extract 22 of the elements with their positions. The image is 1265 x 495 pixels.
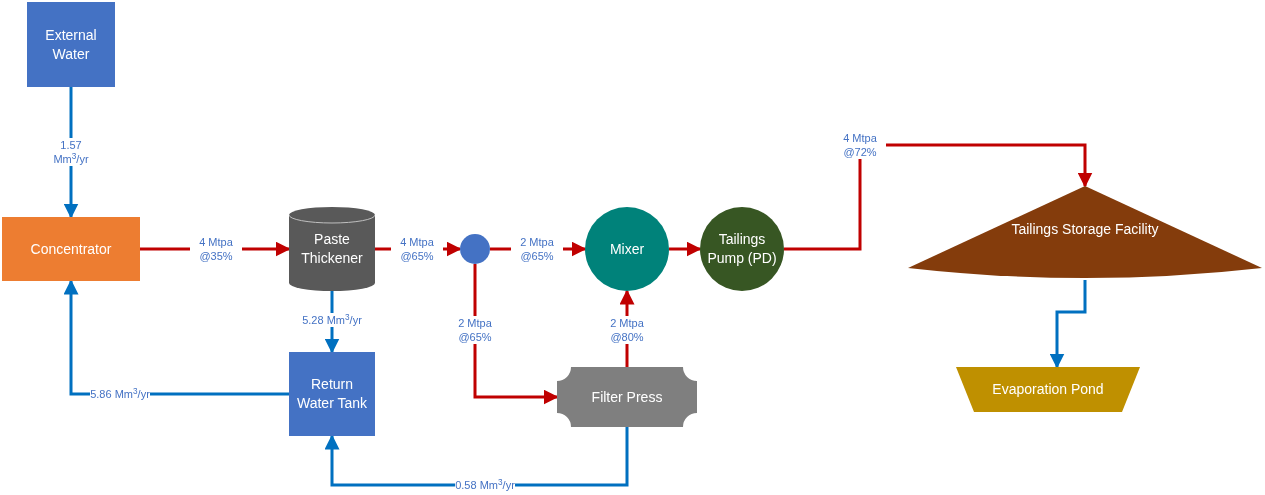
- node-label: Tailings Pump (PD): [706, 230, 778, 268]
- tank-box: [289, 352, 375, 436]
- flow-arrow: [784, 143, 1093, 251]
- flow-arrow: [473, 264, 559, 405]
- water-source-box: [27, 2, 115, 87]
- node-label: Filter Press: [590, 387, 664, 407]
- node-label: External Water: [44, 25, 98, 64]
- node-label: Mixer: [608, 239, 646, 259]
- edge-label: 4 Mtpa @65%: [391, 235, 443, 263]
- edge-label: 5.86 Mm$^{3}$/yr: [90, 387, 150, 401]
- edge-label: 0.58 Mm$^{3}$/yr: [455, 478, 515, 492]
- process-box: [2, 217, 140, 281]
- node-label: Tailings Storage Facility: [1010, 219, 1160, 239]
- edge-label: 4 Mtpa @35%: [190, 235, 242, 263]
- node-label: Concentrator: [29, 239, 113, 259]
- edge-label: 5.28 Mm$^{3}$/yr: [302, 313, 362, 327]
- node-label: Paste Thickener: [300, 230, 364, 268]
- flow-arrow: [669, 241, 702, 257]
- node-label: Evaporation Pond: [991, 380, 1105, 399]
- edge-label: 2 Mtpa @65%: [511, 235, 563, 263]
- flow-arrow: [1049, 280, 1087, 369]
- node-label: Return Water Tank: [296, 375, 368, 413]
